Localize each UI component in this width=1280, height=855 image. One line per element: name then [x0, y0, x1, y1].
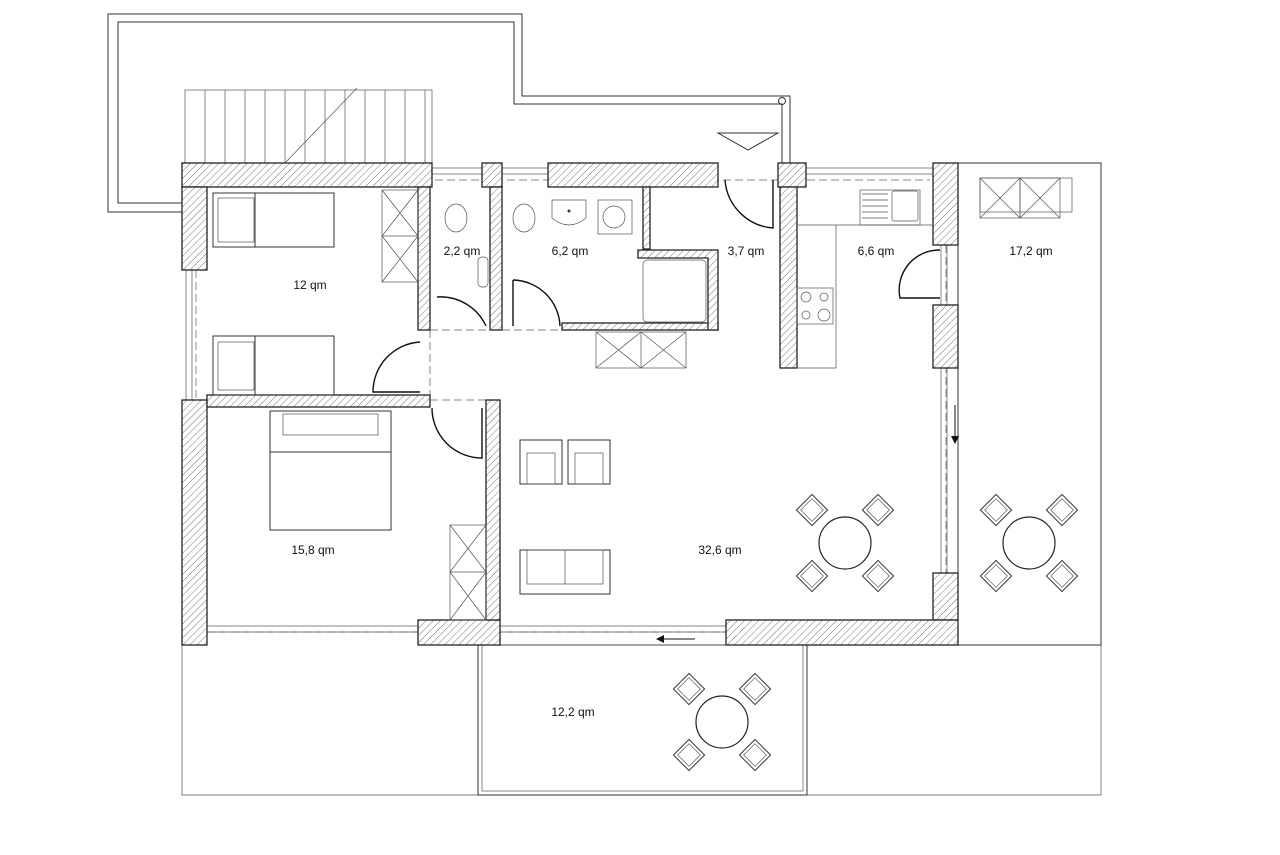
dining-table-terrace-right: [980, 494, 1077, 591]
kitchen-counter: [796, 189, 933, 369]
entrance-marker-icon: [716, 132, 780, 151]
room-label-wc: 2,2 qm: [444, 244, 481, 258]
double-bed: [269, 410, 392, 531]
room-label-bedroom-large: 15,8 qm: [291, 543, 334, 557]
bed-single-top: [212, 192, 335, 248]
cabinet-hall: [595, 331, 687, 369]
room-label-living-room: 32,6 qm: [698, 543, 741, 557]
wardrobe-large-room: [449, 524, 487, 621]
sofa: [519, 549, 611, 595]
room-label-bedroom-small: 12 qm: [293, 278, 326, 292]
wardrobe-small-room: [381, 189, 419, 283]
room-label-terrace-right: 17,2 qm: [1009, 244, 1052, 258]
toilet-bath: [512, 203, 536, 233]
washer: [597, 199, 633, 235]
roof-outline: [107, 13, 791, 213]
dining-table-terrace-bottom: [673, 673, 770, 770]
room-labels: 12 qm 2,2 qm 6,2 qm 3,7 qm 6,6 qm 17,2 q…: [291, 244, 1052, 719]
sink-bath: [551, 199, 587, 226]
walls: [181, 162, 959, 646]
armchair-left: [519, 439, 563, 485]
armchair-right: [567, 439, 611, 485]
staircase: [184, 87, 433, 164]
furniture: [212, 189, 1078, 771]
room-label-terrace-bottom: 12,2 qm: [551, 705, 594, 719]
terraces: [181, 162, 1102, 796]
room-label-kitchen: 6,6 qm: [858, 244, 895, 258]
dining-table-living: [796, 494, 893, 591]
sink-wc: [477, 256, 489, 288]
bed-single-bottom: [212, 335, 335, 396]
doors: [372, 179, 959, 643]
room-label-hallway: 3,7 qm: [728, 244, 765, 258]
toilet-wc: [444, 203, 468, 233]
shower-tub: [642, 259, 707, 323]
room-label-bathroom: 6,2 qm: [552, 244, 589, 258]
